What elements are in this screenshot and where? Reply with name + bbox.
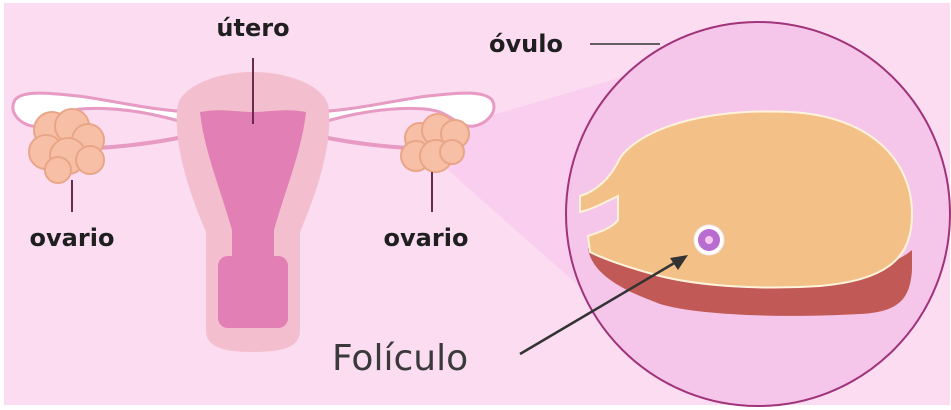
label-utero: útero [216, 14, 289, 42]
label-ovulo: óvulo [489, 30, 563, 58]
label-ovario-left: ovario [30, 224, 115, 252]
label-ovario-right: ovario [384, 224, 469, 252]
follicle [694, 225, 724, 255]
label-foliculo: Folículo [332, 338, 468, 379]
